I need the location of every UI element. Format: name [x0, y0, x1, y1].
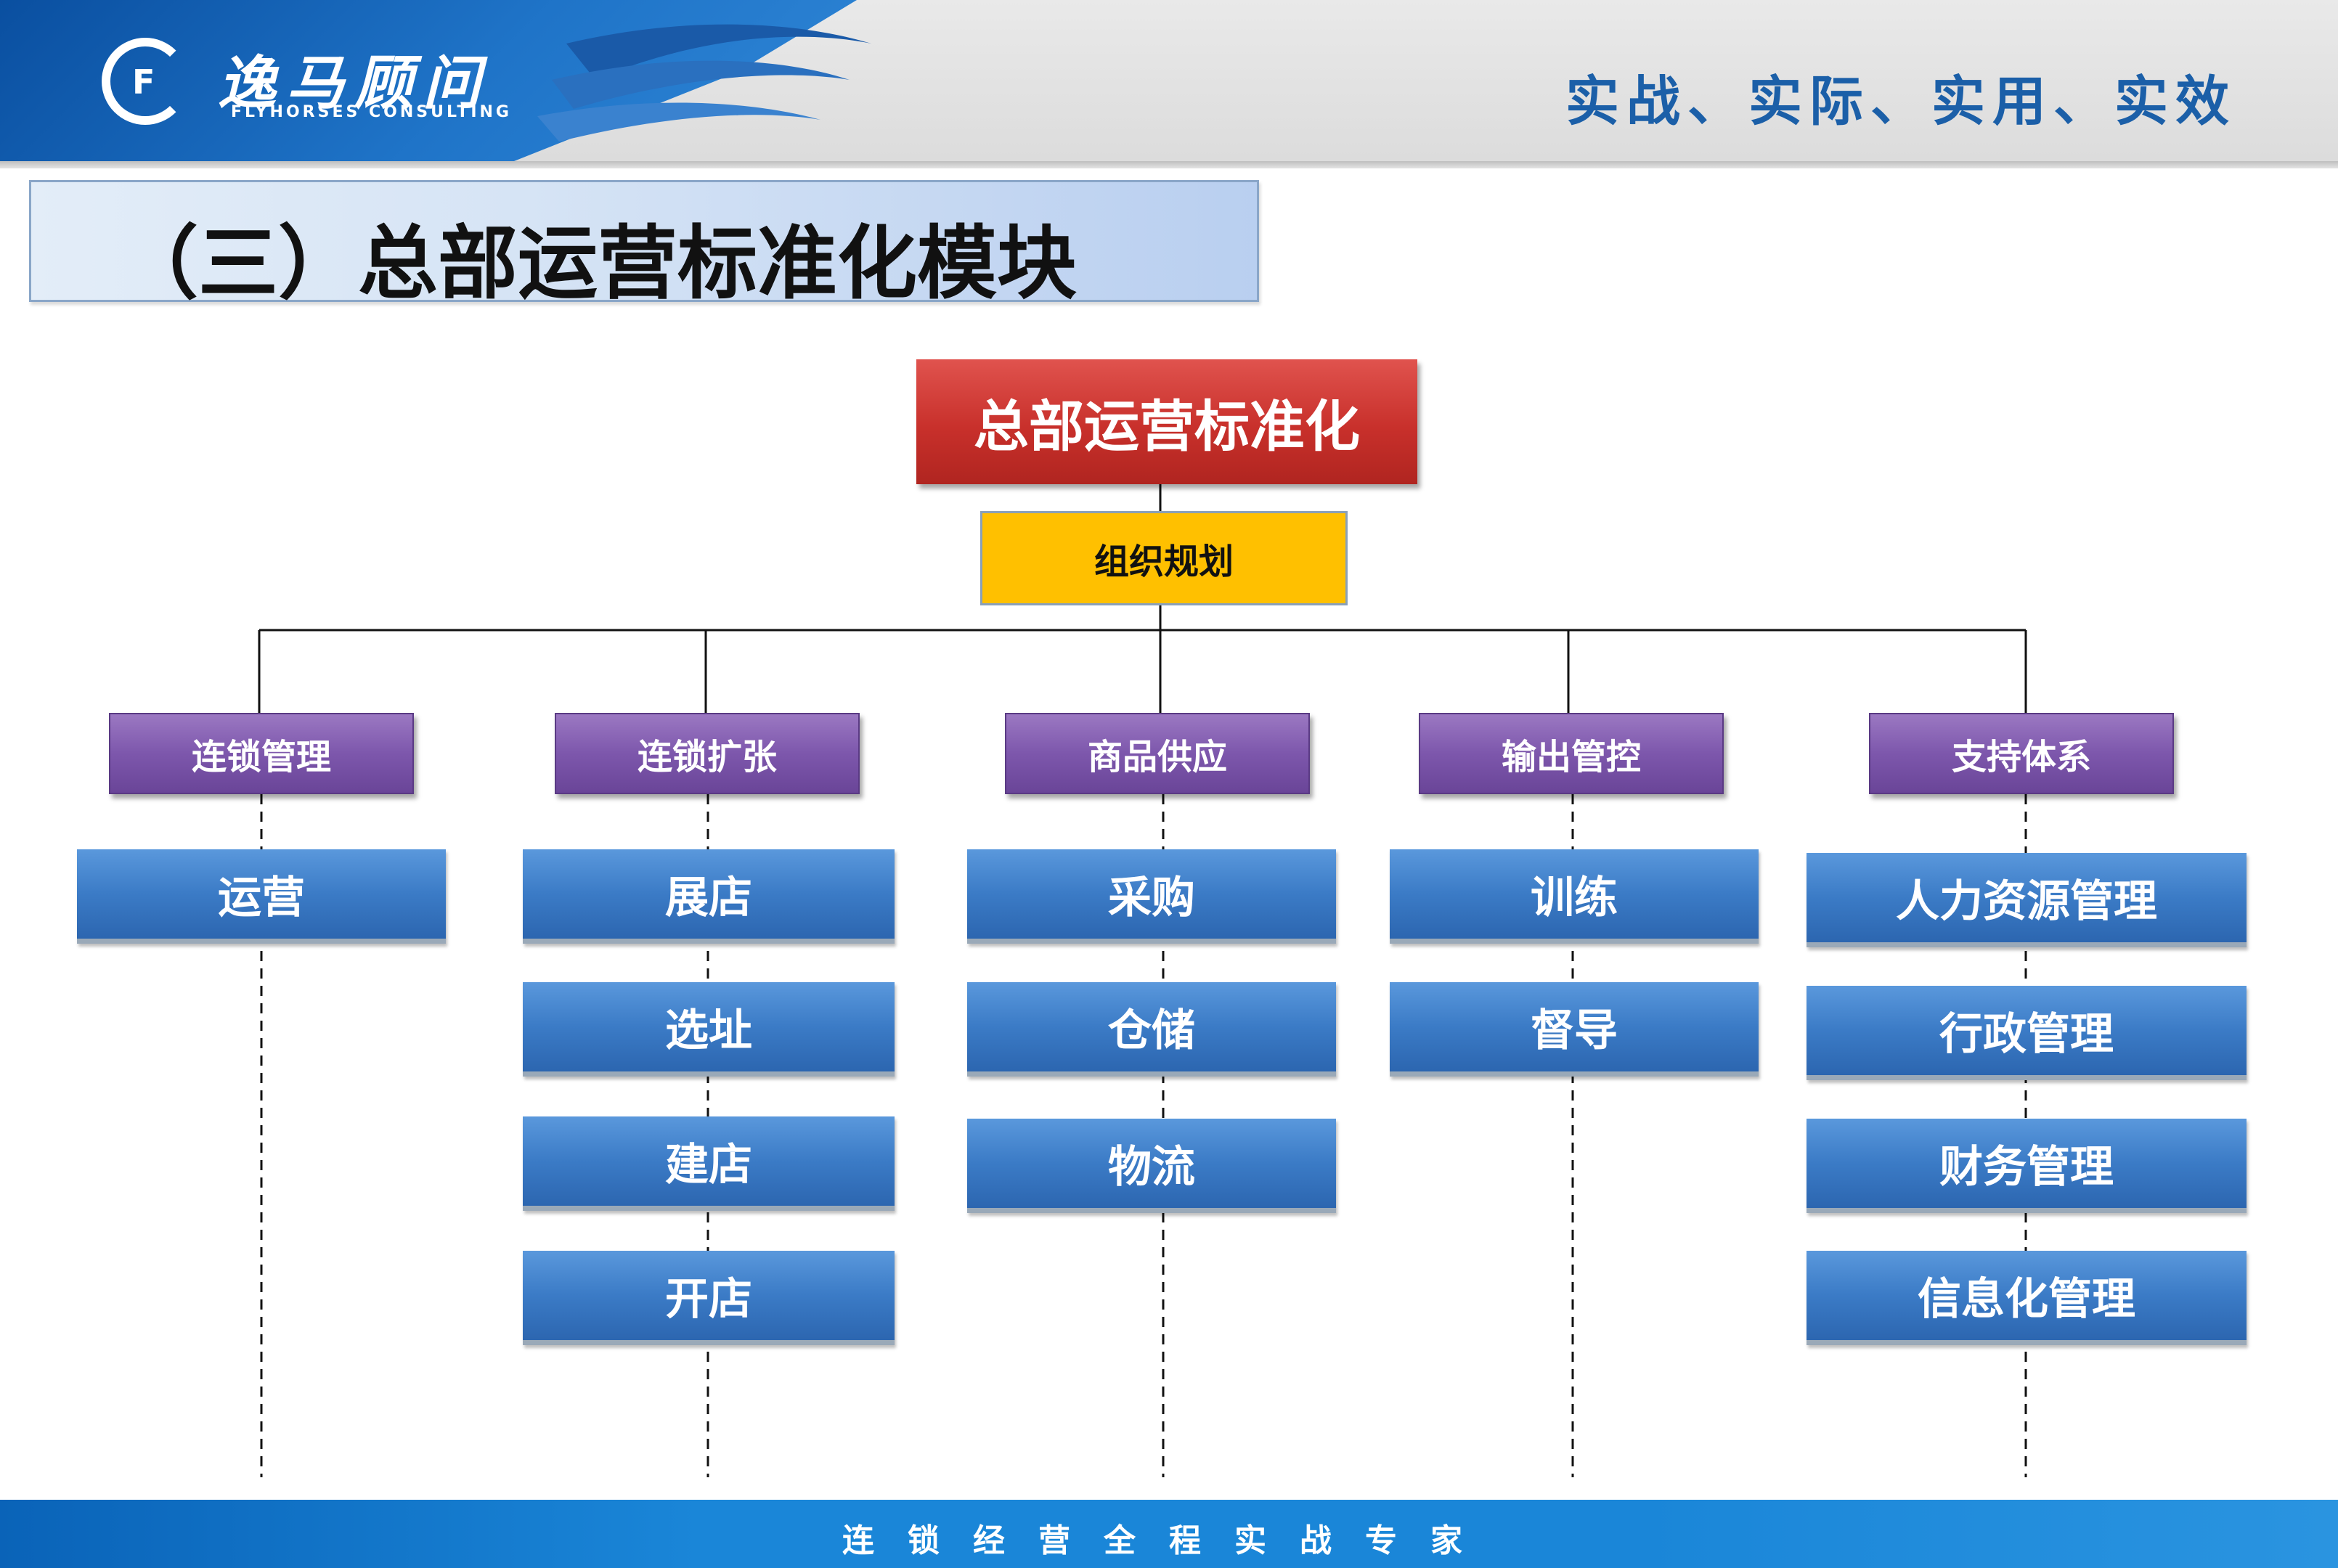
leaf-informatization: 信息化管理: [1807, 1251, 2247, 1345]
category-chain-expansion: 连锁扩张: [555, 713, 860, 794]
logo-chinese-name: 逸马顾问: [218, 49, 491, 117]
section-title-box: （三）总部运营标准化模块: [29, 180, 1259, 310]
leaf-operations: 运营: [77, 849, 446, 944]
category-output-control: 输出管控: [1419, 713, 1724, 794]
category-support-system: 支持体系: [1869, 713, 2174, 794]
wave-decoration: [537, 24, 871, 142]
category-merchandise-supply: 商品供应: [1005, 713, 1310, 794]
leaf-logistics: 物流: [967, 1119, 1336, 1213]
leaf-store-expansion: 展店: [523, 849, 895, 944]
header-divider: [0, 161, 2338, 168]
leaf-warehousing: 仓储: [967, 982, 1336, 1077]
leaf-human-resources: 人力资源管理: [1807, 853, 2247, 947]
leaf-administration: 行政管理: [1807, 986, 2247, 1080]
leaf-finance: 财务管理: [1807, 1119, 2247, 1213]
footer-bar: 连锁经营全程实战专家: [0, 1500, 2338, 1568]
logo-english-name: FLYHORSES CONSULTING: [231, 103, 512, 121]
footer-slogan: 连锁经营全程实战专家: [842, 1522, 1496, 1559]
org-planning-node: 组织规划: [980, 511, 1348, 605]
section-title: （三）总部运营标准化模块: [118, 217, 1077, 310]
leaf-site-selection: 选址: [523, 982, 895, 1077]
leaf-procurement: 采购: [967, 849, 1336, 944]
leaf-store-opening: 开店: [523, 1251, 895, 1345]
category-chain-management: 连锁管理: [109, 713, 414, 794]
leaf-training: 训练: [1390, 849, 1759, 944]
slogan: 实战、实际、实用、实效: [1565, 70, 2236, 133]
root-node: 总部运营标准化: [916, 359, 1417, 484]
leaf-supervision: 督导: [1390, 982, 1759, 1077]
leaf-store-building: 建店: [523, 1116, 895, 1211]
